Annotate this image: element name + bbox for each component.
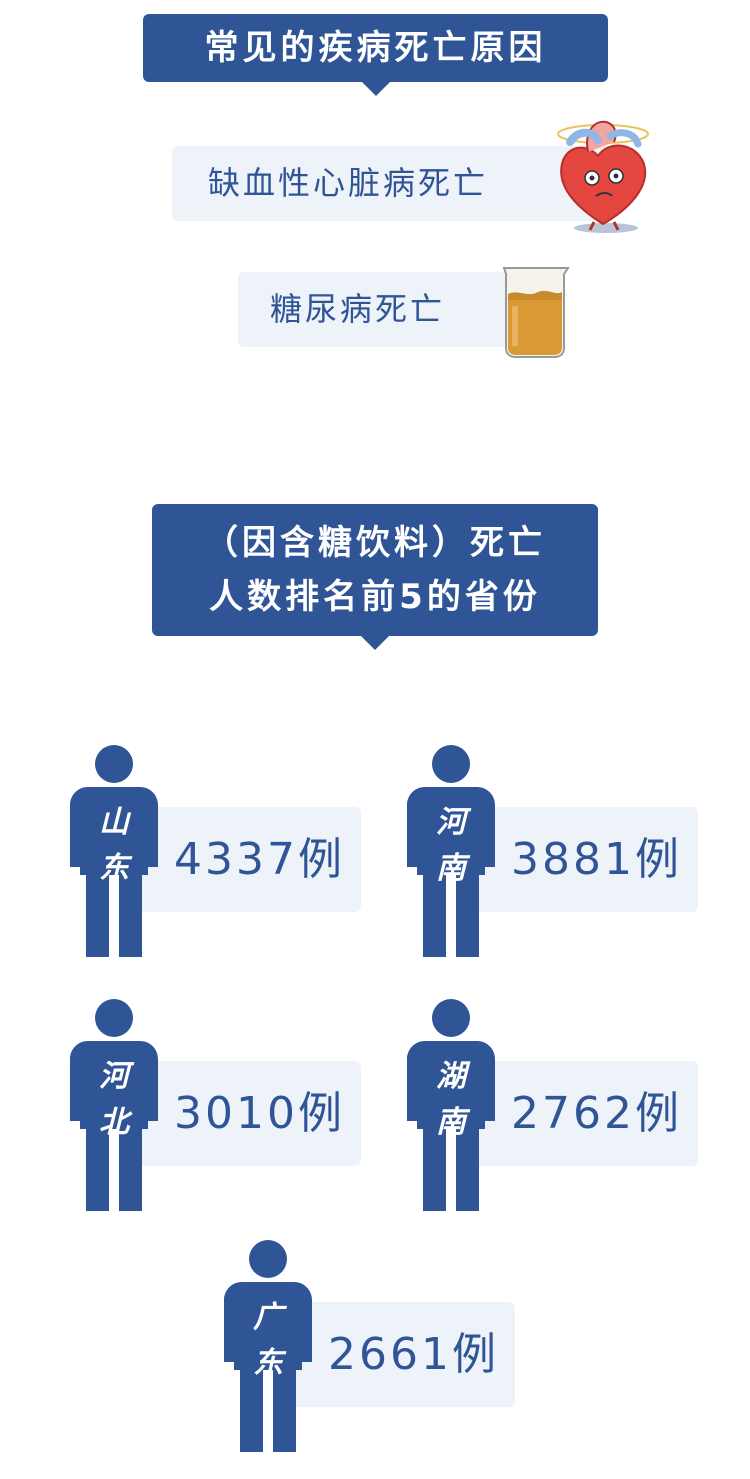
province-name-line2: 南 — [436, 851, 466, 886]
person-icon: 广 东 — [222, 1240, 314, 1455]
province-count: 3010例 — [174, 1088, 345, 1139]
section-title-causes: 常见的疾病死亡原因 — [143, 14, 608, 96]
province-name-line2: 北 — [99, 1105, 129, 1140]
section-title-line1: （因含糖饮料）死亡 — [204, 523, 546, 563]
heart-icon — [557, 120, 649, 233]
province-count-panel: 3010例 — [136, 1061, 361, 1166]
province-count-panel: 4337例 — [136, 807, 361, 912]
province-name-line1: 山 — [99, 805, 129, 840]
province-count-panel: 2762例 — [473, 1061, 698, 1166]
province-count-panel: 3881例 — [473, 807, 698, 912]
province-name-line1: 河 — [99, 1059, 129, 1094]
person-icon: 湖 南 — [405, 999, 497, 1214]
province-count-panel: 2661例 — [290, 1302, 515, 1407]
province-name-line2: 东 — [253, 1346, 283, 1381]
cause-diabetes: 糖尿病死亡 — [238, 272, 538, 347]
province-name-line1: 湖 — [436, 1059, 466, 1094]
person-icon: 河 北 — [68, 999, 160, 1214]
province-name-line1: 河 — [436, 805, 466, 840]
person-icon: 山 东 — [68, 745, 160, 960]
province-name-line2: 南 — [436, 1105, 466, 1140]
cause-heart-disease: 缺血性心脏病死亡 — [172, 146, 612, 221]
province-count: 2661例 — [328, 1329, 499, 1380]
province-name-line2: 东 — [99, 851, 129, 886]
province-count: 3881例 — [511, 834, 682, 885]
province-count: 4337例 — [174, 834, 345, 885]
person-icon: 河 南 — [405, 745, 497, 960]
section-title-provinces: （因含糖饮料）死亡 人数排名前5的省份 — [152, 504, 598, 650]
province-name-line1: 广 — [253, 1300, 283, 1335]
section-title-line2: 人数排名前5的省份 — [209, 577, 541, 617]
beaker-icon — [502, 267, 570, 358]
province-count: 2762例 — [511, 1088, 682, 1139]
